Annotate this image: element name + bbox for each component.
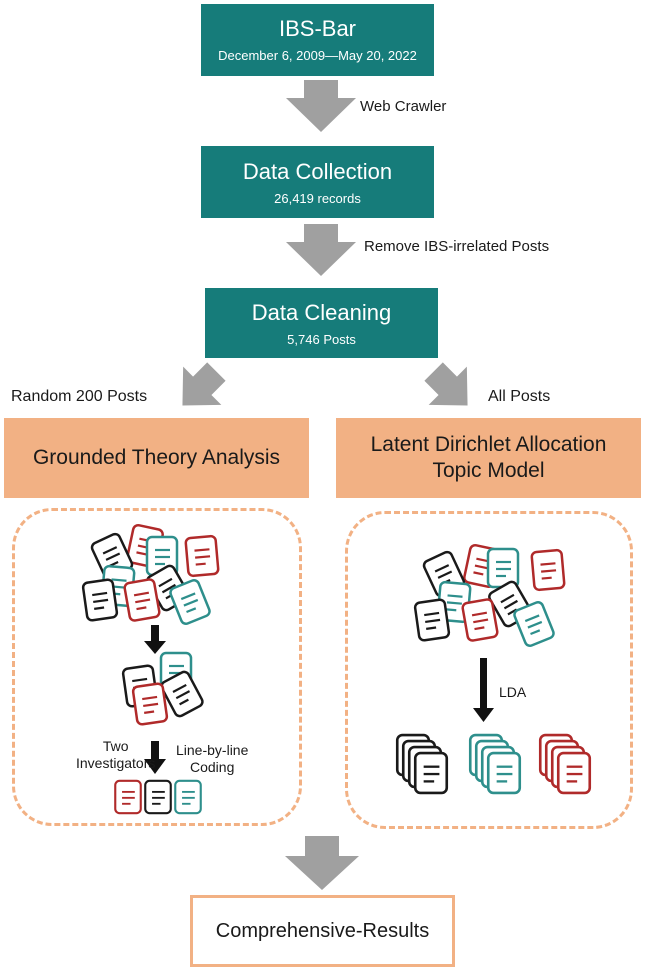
results-box: Comprehensive-Results [190, 895, 455, 967]
black-arrow-down-icon [144, 641, 166, 654]
arrow-diagonal-left-icon [182, 362, 226, 406]
grounded-theory-process [12, 508, 302, 826]
lda-title-line1: Latent Dirichlet Allocation [370, 433, 607, 456]
lda-title-line2: Topic Model [432, 459, 545, 482]
collection-count: 26,419 records [274, 191, 361, 206]
cleaning-title: Data Cleaning [251, 300, 392, 325]
left-branch-label: Random 200 Posts [11, 388, 148, 405]
lda-arrow-label: LDA [499, 684, 527, 700]
source-box: IBS-Bar December 6, 2009—May 20, 2022 [201, 4, 434, 76]
investigators-label: Two Investigators [76, 738, 156, 771]
black-arrow-down-icon [144, 759, 166, 774]
cleaning-box: Data Cleaning 5,746 Posts [205, 288, 438, 358]
arrow-down-icon [286, 80, 356, 132]
grounded-theory-box: Grounded Theory Analysis [4, 418, 309, 498]
lda-process [345, 511, 633, 829]
coding-label: Line-by-line Coding [176, 742, 249, 775]
lda-box: Latent Dirichlet Allocation Topic Model [336, 418, 641, 498]
results-title: Comprehensive-Results [215, 919, 430, 942]
collection-title: Data Collection [242, 159, 393, 184]
source-title: IBS-Bar [278, 16, 357, 41]
black-arrow-down-icon [473, 708, 494, 722]
right-branch-label: All Posts [488, 388, 551, 405]
cleaning-count: 5,746 Posts [287, 332, 356, 347]
remove-label: Remove IBS-irrelated Posts [364, 238, 550, 255]
arrow-down-icon [285, 836, 359, 890]
grounded-theory-title: Grounded Theory Analysis [32, 446, 281, 469]
source-date-range: December 6, 2009—May 20, 2022 [218, 48, 417, 63]
arrow-diagonal-right-icon [424, 362, 468, 406]
collection-box: Data Collection 26,419 records [201, 146, 434, 218]
crawler-label: Web Crawler [360, 98, 447, 115]
arrow-down-icon [286, 224, 356, 276]
